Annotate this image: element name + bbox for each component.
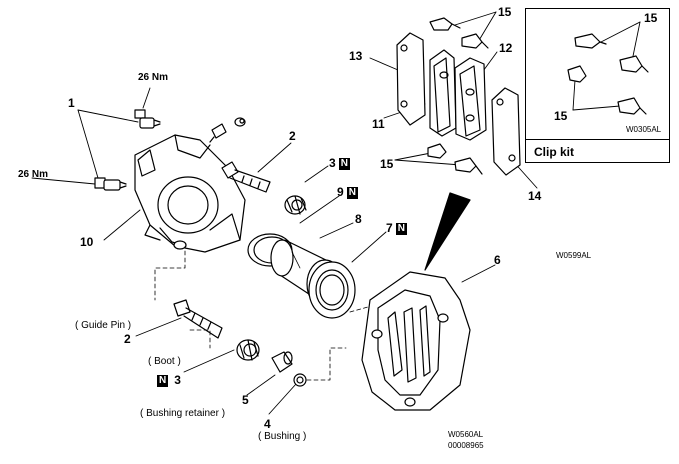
callout-1: 1 <box>68 96 75 110</box>
callout-13: 13 <box>349 49 363 63</box>
callout-10: 10 <box>80 235 94 249</box>
brake-pad-left <box>429 49 457 137</box>
callout-3-lower-number: 3 <box>174 373 181 387</box>
callout-9-number: 9 <box>337 185 344 199</box>
support-bracket <box>361 271 471 411</box>
clip-mid-a <box>427 143 447 159</box>
code-main: W0560AL <box>448 430 484 439</box>
label-boot: ( Boot ) <box>148 356 181 367</box>
bleeder-cap <box>234 117 246 127</box>
label-bushing: ( Bushing ) <box>258 431 307 442</box>
callout-2-upper: 2 <box>289 129 296 143</box>
assembly-arrow <box>424 192 471 271</box>
inset-clip-3 <box>567 65 587 83</box>
guide-pin-upper <box>221 161 271 193</box>
callout-15-top: 15 <box>498 5 512 19</box>
bushing-retainer <box>271 351 293 373</box>
bolt-upper <box>134 109 161 129</box>
torque-label-left: 26 Nm <box>18 169 49 180</box>
piston-boot <box>308 261 356 319</box>
clip-top-b <box>461 33 489 49</box>
new-part-mark-3-lower: N <box>157 374 169 387</box>
pad-shim-outer <box>396 32 426 126</box>
guide-pin-lower <box>173 299 223 339</box>
inset-clip-2 <box>619 55 649 73</box>
clip-mid-b <box>454 157 483 175</box>
callout-15-inset-bottom: 15 <box>554 109 568 123</box>
bolt-left <box>94 177 127 191</box>
clip-top-a <box>429 17 461 31</box>
torque-label-upper: 26 Nm <box>138 72 169 83</box>
callout-2-lower: 2 <box>124 332 131 346</box>
callout-12: 12 <box>499 41 513 55</box>
callout-11: 11 <box>372 117 385 131</box>
brake-pad-right <box>454 57 487 141</box>
code-doc: 00008965 <box>448 441 484 450</box>
bleeder-screw <box>209 123 227 143</box>
inset-clip-1 <box>574 33 607 49</box>
bushing <box>293 373 307 387</box>
inset-clip-4 <box>617 97 647 115</box>
callout-7-number: 7 <box>386 221 393 235</box>
pad-shim-inner <box>491 87 521 176</box>
new-part-mark-7: N <box>395 222 407 235</box>
callout-3-upper-number: 3 <box>329 156 336 170</box>
boot-upper <box>284 195 307 215</box>
clip-kit-inset: Clip kit <box>525 8 670 163</box>
callout-14: 14 <box>528 189 542 203</box>
new-part-mark-3-upper: N <box>338 157 350 170</box>
callout-15-inset-top: 15 <box>644 11 658 25</box>
caliper-body <box>134 134 246 253</box>
label-guide-pin: ( Guide Pin ) <box>75 320 132 331</box>
callout-6: 6 <box>494 253 501 267</box>
code-pads: W0599AL <box>556 251 592 260</box>
callout-8: 8 <box>355 212 362 226</box>
inset-divider <box>526 139 669 140</box>
new-part-mark-9: N <box>346 186 358 199</box>
label-bushing-retainer: ( Bushing retainer ) <box>140 408 226 419</box>
callout-15-mid: 15 <box>380 157 394 171</box>
callout-4: 4 <box>264 417 271 431</box>
inset-title: Clip kit <box>534 145 575 159</box>
boot-lower <box>236 339 260 361</box>
callout-5: 5 <box>242 393 249 407</box>
inset-code: W0305AL <box>626 125 662 134</box>
